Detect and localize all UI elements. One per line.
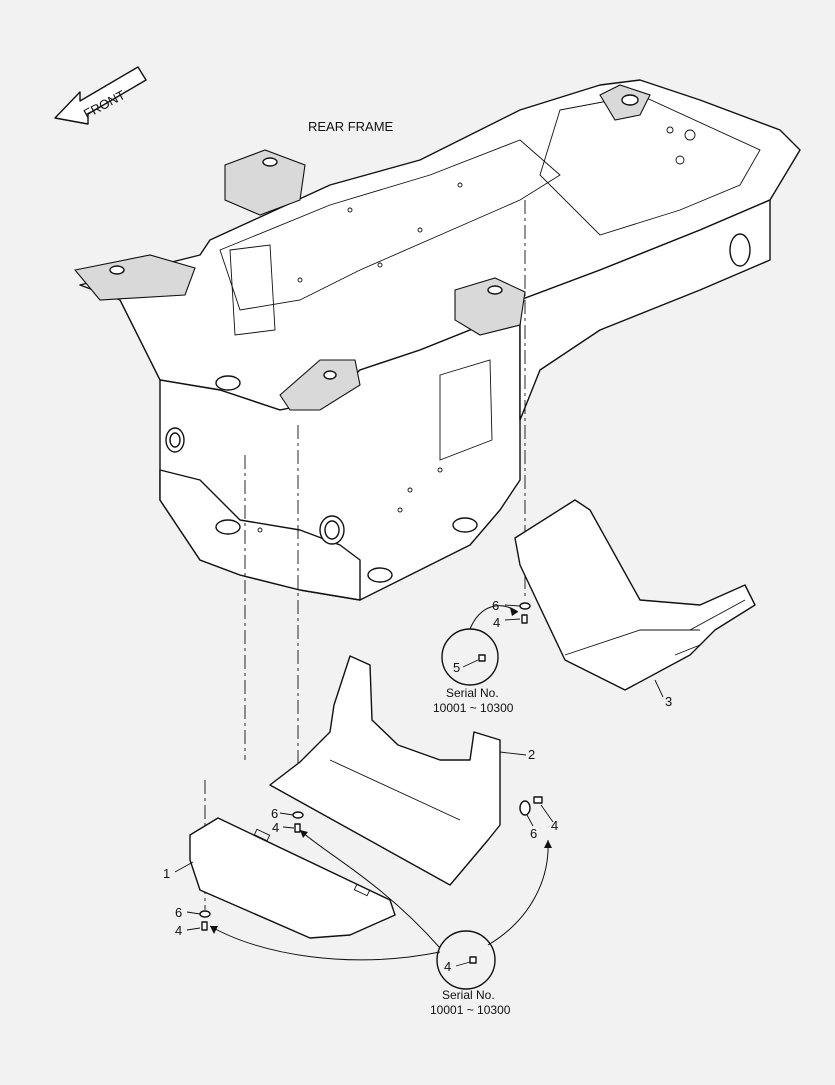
detail-top-label: Serial No.: [446, 686, 499, 700]
detail-arrows: [209, 605, 552, 961]
callout-2: 2: [528, 747, 535, 762]
rear-frame: [73, 79, 801, 601]
callout-leaders: [174, 604, 664, 931]
callout-3: 3: [665, 694, 672, 709]
detail-circle-bottom: 4: [436, 930, 496, 990]
detail-top-range: 10001 ~ 10300: [433, 701, 514, 715]
front-direction-arrow: FRONT: [54, 66, 147, 125]
detail-bottom-range: 10001 ~ 10300: [430, 1003, 511, 1017]
callout-4-left: 4: [175, 923, 182, 938]
callout-6-right: 6: [530, 826, 537, 841]
callout-4-right: 4: [551, 818, 558, 833]
detail-bottom-label: Serial No.: [442, 988, 495, 1002]
diagram-title: REAR FRAME: [308, 119, 394, 134]
detail-circle-top: 5: [441, 628, 499, 686]
callout-6-top: 6: [492, 598, 499, 613]
part-3-guard: [514, 499, 756, 691]
part-1-guard: [189, 817, 396, 939]
callout-4-top: 4: [493, 615, 500, 630]
callout-6-center: 6: [271, 806, 278, 821]
callout-4-detail: 4: [444, 959, 451, 974]
part-2-guard: [269, 655, 501, 886]
callout-4-center: 4: [272, 820, 279, 835]
callout-1: 1: [163, 866, 170, 881]
callout-6-left: 6: [175, 905, 182, 920]
callout-5: 5: [453, 660, 460, 675]
